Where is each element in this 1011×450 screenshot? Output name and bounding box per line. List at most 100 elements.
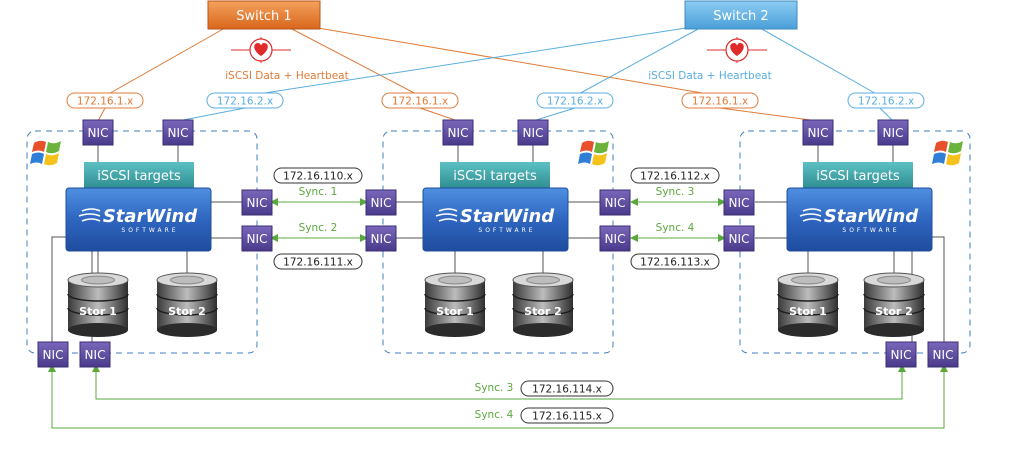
- starwind-swoosh-icon: [799, 208, 822, 222]
- nic-icon: NIC: [927, 341, 959, 368]
- sync-2-label: Sync. 2: [299, 222, 338, 234]
- subnet-label: 172.16.2.x: [547, 96, 603, 108]
- storage-disk-icon: Stor 2: [863, 272, 925, 337]
- storage-disk-icon: Stor 2: [156, 272, 218, 337]
- windows-logo-icon: [932, 140, 963, 166]
- nic-icon: NIC: [241, 225, 273, 252]
- nic-icon: NIC: [517, 119, 549, 146]
- sync-4-label: Sync. 4: [656, 222, 695, 234]
- iscsi-targets: iSCSI targets: [803, 162, 913, 188]
- storage-disk-icon: Stor 1: [424, 272, 486, 337]
- nics: NIC NIC NIC NIC NIC NIC NIC NIC NIC NIC NIC NIC NIC N…: [37, 119, 959, 368]
- nic-icon: NIC: [723, 189, 755, 216]
- switch-2-label: Switch 2: [713, 9, 768, 24]
- sync-1-ip: 172.16.110.x: [283, 171, 353, 183]
- starwind-block: StarWind SOFTWARE: [786, 187, 933, 252]
- starwind-logo: StarWind: [824, 206, 919, 227]
- nic-icon: NIC: [885, 341, 917, 368]
- disks: Stor 1 Stor 2 Stor 1 Stor 2 Stor 1 Stor 2: [67, 272, 925, 337]
- subnet-label: 172.16.1.x: [77, 96, 133, 108]
- switch-1-label: Switch 1: [236, 9, 291, 24]
- switch-links: [97, 27, 894, 122]
- nic-label: NIC: [371, 232, 392, 246]
- node-1-frame: [26, 130, 258, 354]
- starwind-logo: StarWind: [103, 206, 198, 227]
- sync-3-long-ip: 172.16.114.x: [532, 384, 602, 396]
- sync-labels: 172.16.110.x Sync. 1 Sync. 2 172.16.111.…: [273, 167, 720, 424]
- nic-label: NIC: [808, 126, 829, 140]
- sync-2-ip: 172.16.111.x: [283, 257, 353, 269]
- starwind-sub: SOFTWARE: [478, 227, 535, 234]
- sync-3-ip: 172.16.112.x: [640, 171, 710, 183]
- nic-icon: NIC: [37, 341, 69, 368]
- storage-disk-icon: Stor 2: [512, 272, 574, 337]
- switch-2: Switch 2: [684, 0, 798, 30]
- nic-label: NIC: [448, 126, 469, 140]
- storage-disk-icon: Stor 1: [777, 272, 839, 337]
- sync-4-long-ip: 172.16.115.x: [532, 411, 602, 423]
- nic-icon: NIC: [365, 225, 397, 252]
- disk-label: Stor 2: [875, 305, 913, 318]
- subnet-label: 172.16.2.x: [217, 96, 273, 108]
- starwind-swoosh-icon: [435, 208, 458, 222]
- iscsi-targets-label: iSCSI targets: [816, 169, 900, 184]
- iscsi-targets: iSCSI targets: [84, 162, 194, 188]
- starwind-sub: SOFTWARE: [121, 227, 178, 234]
- disk-label: Stor 1: [789, 305, 827, 318]
- starwind-logo: StarWind: [460, 206, 555, 227]
- nic-label: NIC: [247, 232, 268, 246]
- nic-label: NIC: [88, 126, 109, 140]
- sync-4-ip: 172.16.113.x: [640, 257, 710, 269]
- nic-label: NIC: [605, 196, 626, 210]
- switch-1: Switch 1: [207, 0, 321, 30]
- sync-3-long-label: Sync. 3: [475, 382, 514, 394]
- subnet-label: 172.16.1.x: [692, 96, 748, 108]
- sync-links: [48, 198, 948, 429]
- nic-icon: NIC: [162, 119, 194, 146]
- iscsi-targets-label: iSCSI targets: [97, 169, 181, 184]
- nic-icon: NIC: [877, 119, 909, 146]
- starwind-sub: SOFTWARE: [842, 227, 899, 234]
- nic-icon: NIC: [442, 119, 474, 146]
- heartbeat-icon: [231, 37, 291, 63]
- subnet-pills: 172.16.1.x 172.16.2.x 172.16.1.x 172.16.…: [66, 92, 925, 109]
- nic-label: NIC: [371, 196, 392, 210]
- subnet-label: 172.16.1.x: [392, 96, 448, 108]
- sync-3-label: Sync. 3: [656, 186, 695, 198]
- sync-1-label: Sync. 1: [299, 186, 338, 198]
- nic-label: NIC: [43, 348, 64, 362]
- nic-label: NIC: [729, 196, 750, 210]
- nic-label: NIC: [605, 232, 626, 246]
- nic-icon: NIC: [723, 225, 755, 252]
- heartbeat-label-right: iSCSI Data + Heartbeat: [648, 70, 771, 82]
- heartbeat-label-left: iSCSI Data + Heartbeat: [225, 70, 348, 82]
- disk-label: Stor 2: [524, 305, 562, 318]
- nic-icon: NIC: [599, 225, 631, 252]
- heartbeat-icon: [707, 37, 767, 63]
- starwind-swoosh-icon: [78, 208, 101, 222]
- nic-label: NIC: [729, 232, 750, 246]
- disk-label: Stor 1: [436, 305, 474, 318]
- iscsi-targets-label: iSCSI targets: [453, 169, 537, 184]
- nic-label: NIC: [933, 348, 954, 362]
- windows-logo-icon: [578, 140, 609, 166]
- nic-label: NIC: [247, 196, 268, 210]
- nic-icon: NIC: [599, 189, 631, 216]
- nic-icon: NIC: [82, 119, 114, 146]
- starwind-block: StarWind SOFTWARE: [65, 187, 212, 252]
- starwind-block: StarWind SOFTWARE: [422, 187, 569, 252]
- nic-label: NIC: [168, 126, 189, 140]
- nic-label: NIC: [85, 348, 106, 362]
- subnet-label: 172.16.2.x: [858, 96, 914, 108]
- windows-logo-icon: [30, 140, 61, 166]
- nic-label: NIC: [891, 348, 912, 362]
- disk-label: Stor 1: [79, 305, 117, 318]
- nic-icon: NIC: [79, 341, 111, 368]
- nic-icon: NIC: [802, 119, 834, 146]
- nic-label: NIC: [523, 126, 544, 140]
- disk-label: Stor 2: [168, 305, 206, 318]
- storage-disk-icon: Stor 1: [67, 272, 129, 337]
- sync-4-long-label: Sync. 4: [475, 409, 514, 421]
- nic-icon: NIC: [241, 189, 273, 216]
